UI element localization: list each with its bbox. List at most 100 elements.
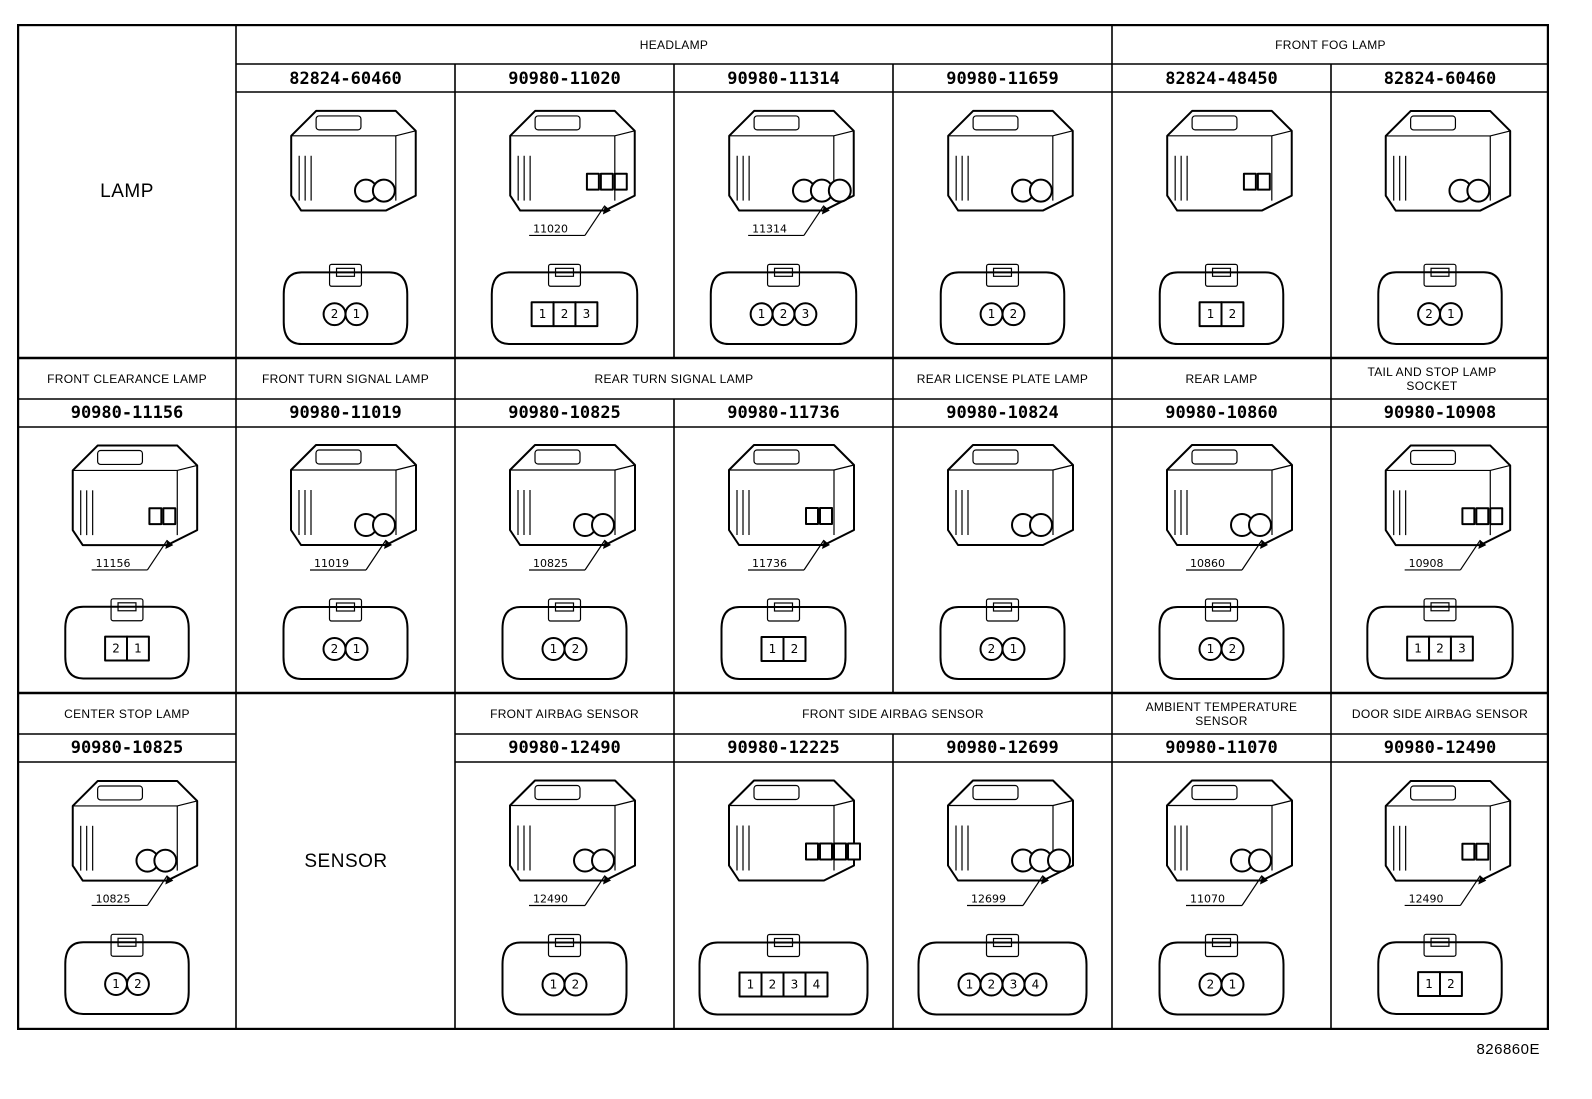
terminal-cavity	[1242, 172, 1257, 191]
pin-number: 3	[1458, 642, 1466, 656]
part-callout-label: 11070	[1190, 893, 1225, 906]
terminal-cavity	[591, 513, 615, 537]
part-number: 90980-11070	[1165, 738, 1278, 758]
pin-number: 2	[988, 642, 996, 656]
pin-number: 2	[112, 642, 120, 656]
pin-number: 3	[583, 307, 591, 321]
part-number: 90980-10908	[1383, 403, 1497, 423]
part-number: 82824-60460	[1383, 69, 1497, 89]
pin-number: 1	[1425, 977, 1433, 991]
pin-cavity	[574, 301, 599, 328]
group-title: FRONT SIDE AIRBAG SENSOR	[802, 706, 984, 721]
pin-cavity	[126, 635, 150, 662]
pin-number: 2	[1207, 978, 1215, 992]
connector-housing	[947, 109, 1074, 212]
terminal-cavity	[1489, 507, 1504, 526]
pin-cavity	[563, 972, 588, 997]
part-number: 90980-11659	[946, 69, 1059, 89]
pin-number: 2	[1010, 307, 1018, 321]
group-title: FRONT FOG LAMP	[1275, 38, 1386, 52]
terminal-cavity	[1475, 507, 1490, 526]
part-callout-label: 12699	[971, 893, 1006, 906]
group-title: HEADLAMP	[639, 38, 709, 52]
part-callout-label: 11019	[314, 557, 349, 570]
pin-cavity	[1439, 971, 1463, 998]
part-number: 90980-10825	[508, 403, 621, 423]
pin-number: 2	[791, 642, 799, 656]
group-title: CENTER STOP LAMP	[64, 706, 190, 721]
pin-cavity	[1220, 972, 1245, 997]
pin-number: 2	[572, 978, 580, 992]
terminal-cavity	[847, 842, 861, 861]
connector-housing	[509, 779, 636, 882]
terminal-cavity	[1475, 842, 1490, 861]
part-number: 90980-10824	[946, 403, 1059, 423]
pin-cavity	[1001, 302, 1026, 327]
connector-housing	[728, 444, 855, 546]
part-callout-label: 11314	[752, 222, 787, 235]
part-number: 90980-11156	[70, 403, 184, 423]
connector-housing	[728, 779, 855, 882]
connector-housing	[1166, 109, 1293, 212]
pin-number: 2	[1425, 307, 1433, 321]
connector-housing	[290, 109, 417, 212]
group-title: FRONT CLEARANCE LAMP	[47, 371, 207, 386]
terminal-cavity	[372, 513, 396, 537]
drawing-id: 826860E	[1476, 1041, 1540, 1058]
pin-number: 2	[1447, 977, 1455, 991]
part-number: 90980-11020	[508, 69, 621, 89]
part-callout-label: 11736	[752, 557, 787, 570]
terminal-cavity	[371, 178, 396, 203]
pin-number: 2	[780, 307, 788, 321]
part-number: 82824-60460	[289, 69, 402, 89]
terminal-cavity	[162, 507, 177, 526]
terminal-cavity	[599, 172, 614, 191]
pin-number: 3	[1010, 978, 1018, 992]
connector-housing	[1166, 779, 1293, 882]
connector-housing	[1384, 110, 1512, 212]
part-callout-label: 10825	[533, 557, 568, 570]
part-callout-label: 12490	[1409, 892, 1444, 905]
pin-number: 1	[1414, 642, 1422, 656]
connector-face-outline	[917, 941, 1088, 1016]
terminal-cavity	[819, 842, 833, 861]
pin-number: 4	[1032, 978, 1040, 992]
pin-number: 2	[769, 978, 777, 992]
terminal-cavity	[805, 842, 819, 861]
pin-cavity	[782, 636, 807, 662]
pin-cavity	[1023, 972, 1048, 997]
pin-number: 1	[988, 307, 996, 321]
pin-cavity	[344, 637, 369, 661]
pin-number: 2	[331, 307, 339, 321]
group-title: REAR LICENSE PLATE LAMP	[916, 371, 1089, 386]
connector-housing	[509, 109, 636, 212]
terminal-cavity	[1028, 178, 1053, 203]
connector-face-outline	[282, 271, 409, 346]
terminal-cavity	[1256, 172, 1271, 191]
connector-housing	[509, 444, 636, 546]
pin-cavity	[344, 302, 369, 327]
terminal-cavity	[585, 172, 600, 191]
pin-cavity	[1220, 637, 1245, 661]
